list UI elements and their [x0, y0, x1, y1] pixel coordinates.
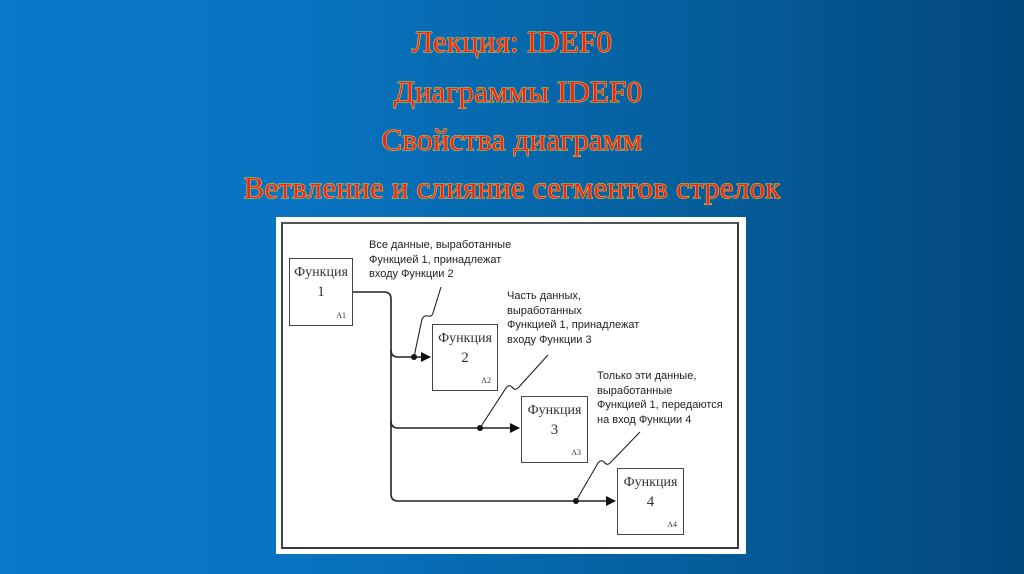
function-name: Функция: [294, 265, 348, 280]
function-box-2: Функция 2 A2: [432, 324, 498, 391]
note-f2: Все данные, выработанные Функцией 1, при…: [369, 238, 511, 282]
lecture-title: Лекция: IDEF0: [411, 24, 613, 60]
output-arrow-trunk: [352, 291, 576, 502]
note-line: Функцией 1, принадлежат: [369, 253, 502, 266]
note-line: на вход Функции 4: [597, 413, 692, 426]
function-box-1: Функция 1 A1: [289, 258, 353, 326]
note-line: выработанные: [597, 384, 673, 397]
function-name: Функция: [438, 331, 492, 346]
subsection-title: Свойства диаграмм: [381, 122, 643, 158]
note-line: Все данные, выработанные: [369, 239, 512, 251]
branch-arrow-to-f3: [390, 420, 520, 433]
function-code: A3: [571, 448, 581, 457]
section-title: Диаграммы IDEF0: [393, 74, 643, 110]
function-code: A4: [667, 520, 677, 529]
note-line: выработанных: [507, 304, 582, 317]
topic-title: Ветвление и слияние сегментов стрелок: [243, 170, 781, 206]
function-code: A2: [481, 376, 491, 385]
function-name: Функция: [623, 475, 678, 490]
callout-line-2: [479, 354, 549, 429]
function-box-3: Функция 3 A3: [521, 396, 588, 463]
note-line: входу Функции 3: [507, 333, 592, 346]
function-number: 3: [550, 422, 559, 438]
callout-line-1: [413, 286, 442, 358]
function-box-4: Функция 4 A4: [617, 468, 684, 535]
function-number: 1: [317, 284, 325, 300]
function-name: Функция: [527, 403, 582, 418]
note-f3: Часть данных, выработанных Функцией 1, п…: [507, 289, 639, 347]
note-line: Часть данных,: [507, 290, 581, 302]
function-number: 2: [461, 350, 469, 366]
branch-arrow-to-f2: [390, 349, 431, 362]
note-f4: Только эти данные, выработанные Функцией…: [597, 369, 723, 427]
function-number: 4: [646, 494, 655, 510]
function-code: A1: [336, 311, 346, 320]
note-line: Функцией 1, принадлежат: [507, 319, 640, 331]
note-line: входу Функции 2: [369, 268, 454, 280]
note-line: Функцией 1, передаются: [597, 399, 723, 411]
callout-line-3: [575, 431, 641, 502]
diagram-border: [281, 222, 739, 549]
note-line: Только эти данные,: [597, 370, 697, 382]
